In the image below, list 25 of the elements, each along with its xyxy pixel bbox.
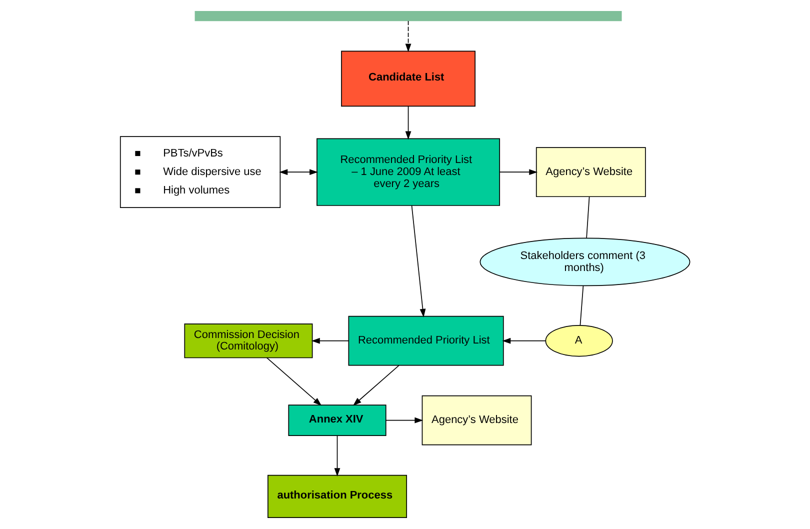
node-box: Candidate List [341,50,476,107]
arrow [334,435,340,477]
connector [586,196,590,238]
arrow [411,205,426,318]
node-box: Recommended Priority List [348,316,504,366]
arrow [279,169,318,176]
node-box: PBTs/vPvBs Wide dispersive use High volumes [120,136,281,208]
arrow [352,365,400,406]
connector [580,286,584,326]
node-ellipse: Stakeholders comment (3 months) [480,238,690,286]
arrow [500,169,538,176]
arrow [502,338,546,344]
node-box: Agency’s Website [536,147,646,198]
node-box: authorisation Process [268,474,408,518]
node-ellipse: A [545,324,613,357]
arrow [386,417,424,424]
node-box: Commission Decision (Comitology) [184,324,313,358]
node-box: Annex XIV [288,404,386,436]
arrow [405,106,412,140]
node-bar [194,11,622,22]
arrow [311,338,350,344]
arrow [405,20,412,52]
node-box: Agency’s Website [422,395,532,446]
arrow [266,357,322,406]
node-box: Recommended Priority List – 1 June 2009 At least every 2 years [316,138,500,206]
